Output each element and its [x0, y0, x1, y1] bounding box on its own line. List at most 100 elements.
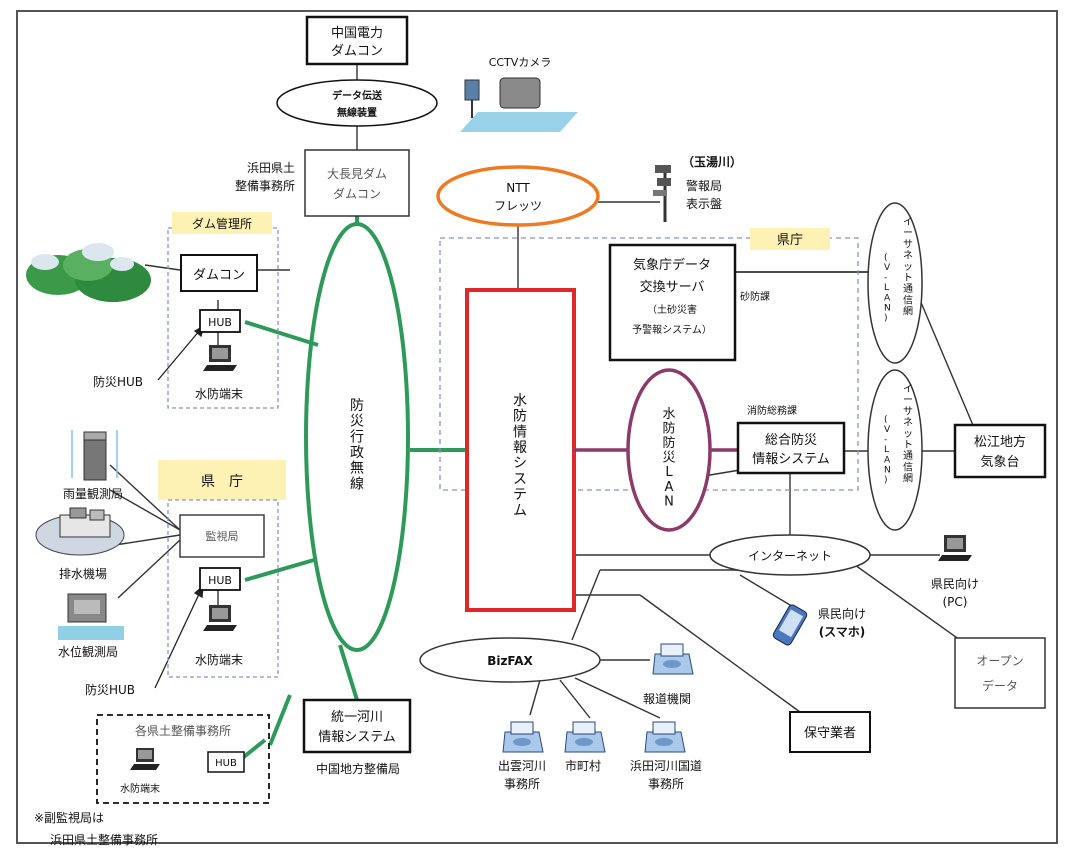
damcon-box [180, 254, 258, 292]
hamada-office-line2: 整備事務所 [235, 178, 295, 193]
mountain-rain-icon [26, 243, 151, 302]
kencho-tag-label: 県庁 [777, 233, 803, 248]
izumo-line1: 出雲河川 [498, 759, 546, 773]
kishou-line3: （土砂災害 [647, 303, 697, 316]
hoshu-box [789, 711, 871, 753]
bousai-musen-ellipse [304, 222, 410, 652]
data-transmission-line2: 無線装置 [337, 106, 377, 119]
touitsu-box [302, 698, 412, 754]
vertical-label: 水防情報システム [513, 393, 527, 519]
ochouken-damcon-line1: 大長見ダム [327, 166, 387, 181]
data-transmission-line1: データ伝送 [332, 89, 383, 102]
kakuken-office-label: 各県土整備事務所 [135, 723, 231, 738]
dam-office-tag [172, 212, 272, 234]
computer-icon [203, 345, 237, 371]
matsue-line2: 気象台 [980, 454, 1019, 470]
kenmin-sp-line2: (スマホ) [819, 625, 866, 639]
ntt-ellipse [436, 165, 600, 227]
cctv-label: CCTVカメラ [489, 56, 552, 69]
bizfax-label: BizFAX [487, 654, 533, 668]
izumo-line2: 事務所 [504, 777, 540, 791]
fax-icon [502, 721, 544, 753]
terminal-label-2: 水防端末 [195, 652, 243, 667]
ntt-line2: フレッツ [494, 199, 542, 213]
kishou-line4: 予警報システム） [632, 323, 712, 336]
rain-gauge-icon [71, 430, 118, 481]
suibou-system-box [465, 288, 576, 612]
kishou-line2: 交換サーバ [640, 279, 705, 295]
keihou-line2: 表示盤 [686, 197, 722, 211]
hub-box-1 [199, 309, 241, 333]
sougou-box [736, 421, 846, 475]
sougou-line2: 情報システム [752, 452, 830, 467]
open-data-line2: データ [982, 678, 1018, 693]
data-transmission-ellipse [276, 79, 438, 127]
warning-station-icon [653, 165, 671, 222]
hub-box-2 [199, 567, 241, 591]
bizfax-ellipse [419, 637, 601, 683]
hamada-office-line1: 浜田県土 [247, 161, 295, 175]
rain-station-label: 雨量観測局 [63, 487, 123, 501]
open-data-line1: オープン [976, 654, 1023, 668]
chugoku-damcon-line2: ダムコン [331, 44, 383, 59]
internet-label: インターネット [748, 549, 832, 563]
suibou-lan-ellipse [626, 368, 712, 532]
kencho-tag [750, 228, 830, 250]
kencho-group [439, 237, 859, 491]
hub-label-3: HUB [215, 758, 237, 769]
vertical-label: イーサネット通信網 [903, 384, 913, 485]
drain-station-icon [35, 507, 125, 556]
kenmin-pc-line2: (PC) [943, 595, 968, 609]
kishou-server-box [608, 243, 737, 362]
matsue-box [953, 423, 1047, 479]
kenmin-sp-line1: 県民向け [818, 606, 866, 621]
note-line1: ※副監視局は [34, 810, 104, 825]
ethernet-ellipse-1 [867, 202, 923, 364]
ken-tag-left [158, 460, 286, 500]
fax-icon [652, 643, 694, 675]
ntt-line1: NTT [506, 181, 530, 195]
dam-office-group [167, 227, 279, 409]
fax-icon [564, 721, 606, 753]
pointer-arrows [154, 324, 206, 689]
ochouken-damcon-line2: ダムコン [333, 186, 381, 201]
chugoku-chihou-label: 中国地方整備局 [316, 761, 400, 776]
dam-office-tag-label: ダム管理所 [192, 216, 252, 231]
hub-label-1: HUB [208, 316, 232, 329]
kenmin-pc-line1: 県民向け [931, 576, 979, 591]
vertical-label: イーサネット通信網 [903, 217, 913, 318]
tamayu-label: （玉湯川） [682, 154, 742, 169]
hoshu-label: 保守業者 [804, 725, 856, 741]
houdou-label: 報道機関 [643, 691, 691, 706]
kanshi-box [179, 514, 265, 558]
sabou-label: 砂防課 [740, 290, 770, 303]
sougou-line1: 総合防災 [765, 432, 817, 448]
fax-icon [644, 721, 686, 753]
diagram-frame [16, 10, 1058, 844]
cctv-camera-icon [460, 77, 578, 132]
computer-icon [203, 605, 237, 631]
kishou-line1: 気象庁データ [633, 257, 711, 273]
ken-group-left [167, 499, 279, 678]
chugoku-damcon-box [305, 15, 409, 66]
terminal-label-1: 水防端末 [195, 386, 243, 401]
internet-ellipse [709, 534, 871, 576]
vertical-label: 防災行政無線 [350, 398, 364, 492]
shichoson-label: 市町村 [565, 758, 601, 773]
bousai-hub-label-1: 防災HUB [93, 374, 143, 389]
open-data-box [954, 637, 1046, 709]
ken-tag-left-label: 県 庁 [201, 474, 243, 490]
ochouken-damcon-box [304, 149, 410, 217]
damcon-label: ダムコン [193, 268, 245, 283]
matsue-line1: 松江地方 [974, 434, 1026, 450]
hub-box-3 [207, 751, 245, 773]
suibou-system-label: 水防情報システム [513, 393, 527, 519]
ethernet-ellipse-2 [867, 369, 923, 531]
kakuken-office-group [96, 714, 270, 804]
connection-lines [109, 64, 976, 764]
